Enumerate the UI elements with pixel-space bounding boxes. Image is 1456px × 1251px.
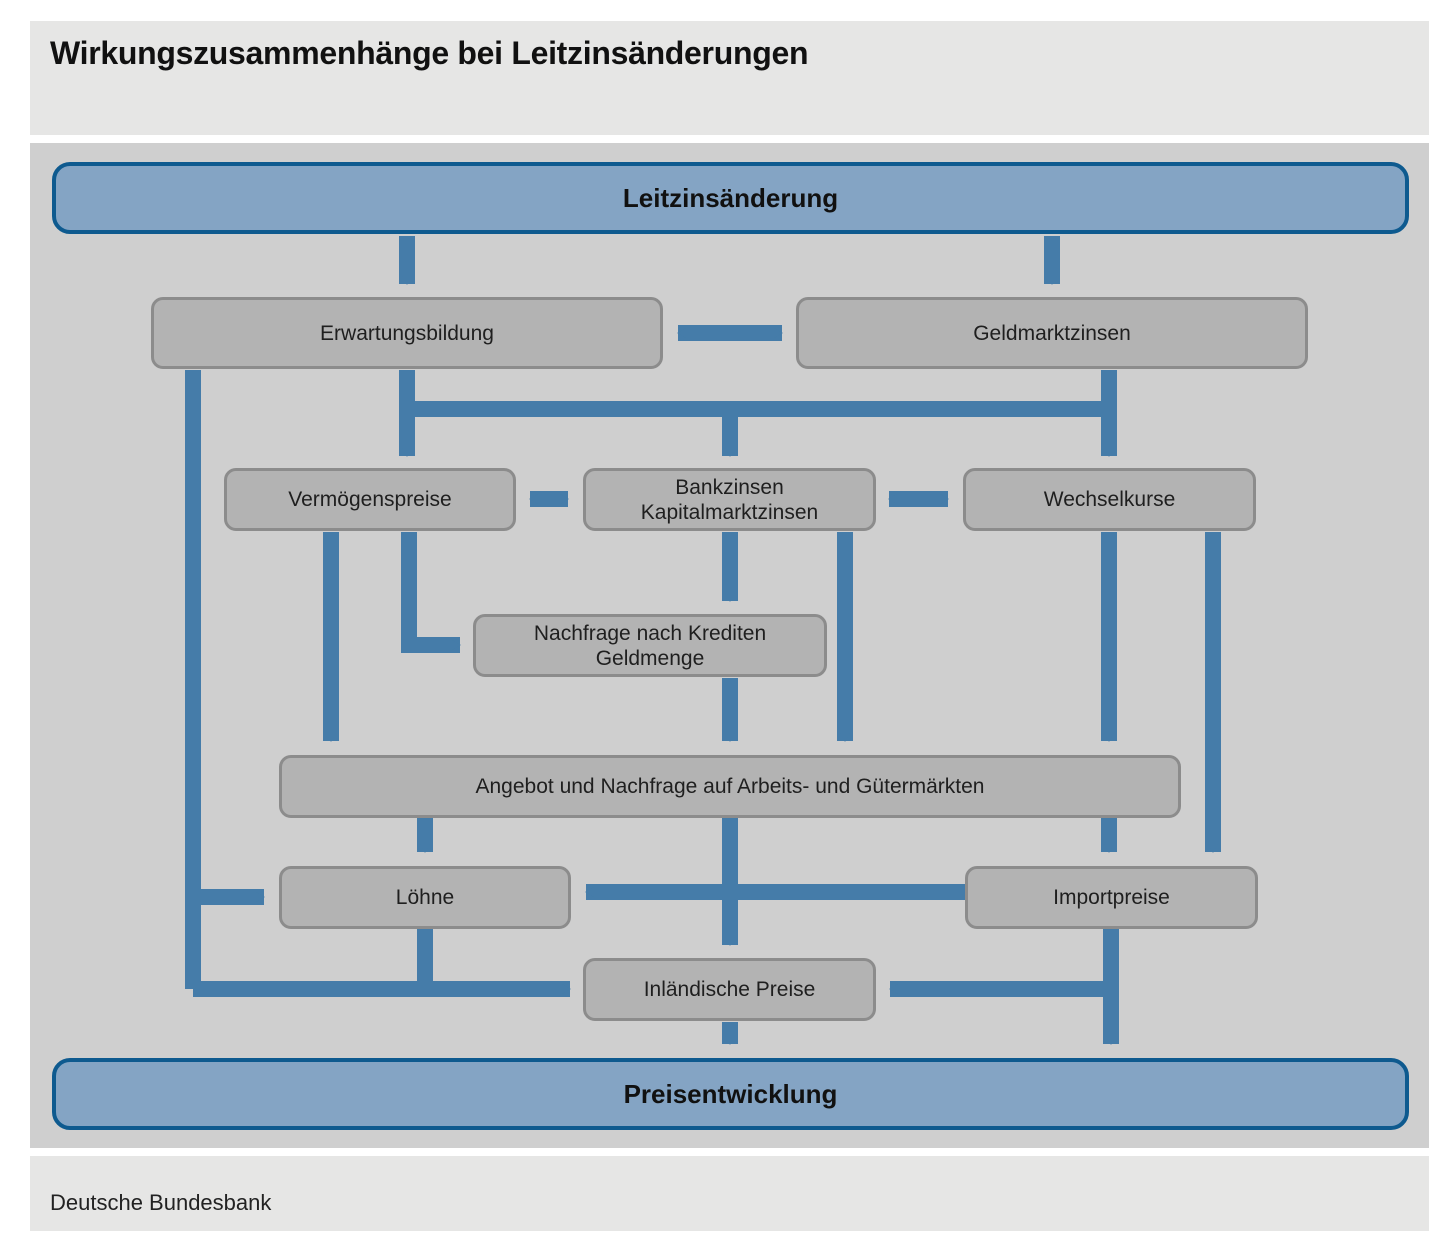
node-label-line2: Geldmenge <box>595 646 705 670</box>
arrow-vermoegen-kredit <box>401 532 461 653</box>
node-label: Wechselkurse <box>1043 488 1176 511</box>
node-label: Leitzinsänderung <box>622 182 839 213</box>
node-geldmarktzinsen: Geldmarktzinsen <box>796 297 1308 369</box>
node-leitzinsaenderung: Leitzinsänderung <box>52 162 1409 234</box>
node-loehne: Löhne <box>279 866 571 929</box>
source-label: Deutsche Bundesbank <box>50 1190 272 1215</box>
node-wechselkurse: Wechselkurse <box>963 468 1256 531</box>
node-label-line1: Bankzinsen <box>675 475 784 499</box>
node-label-line1: Nachfrage nach Krediten <box>533 621 767 645</box>
node-label: Löhne <box>395 886 455 909</box>
node-nachfrage-krediten: Nachfrage nach Krediten Geldmenge <box>473 614 827 677</box>
node-label: Angebot und Nachfrage auf Arbeits- und G… <box>475 775 985 798</box>
node-label-line2: Kapitalmarktzinsen <box>640 500 819 524</box>
node-angebot-nachfrage: Angebot und Nachfrage auf Arbeits- und G… <box>279 755 1181 818</box>
footer-bar: Deutsche Bundesbank <box>30 1156 1429 1231</box>
node-erwartungsbildung: Erwartungsbildung <box>151 297 663 369</box>
header-bar: Wirkungszusammenhänge bei Leitzinsänderu… <box>30 21 1429 135</box>
node-preisentwicklung: Preisentwicklung <box>52 1058 1409 1130</box>
node-label: Preisentwicklung <box>623 1078 838 1109</box>
node-vermoegenspreise: Vermögenspreise <box>224 468 516 531</box>
node-label: Erwartungsbildung <box>320 321 494 345</box>
node-label: Vermögenspreise <box>288 488 452 511</box>
node-label: Geldmarktzinsen <box>973 321 1131 345</box>
node-label: Importpreise <box>1053 886 1170 909</box>
node-label: Inländische Preise <box>643 978 816 1001</box>
node-inlaendische-preise: Inländische Preise <box>583 958 876 1021</box>
node-bankzinsen: Bankzinsen Kapitalmarktzinsen <box>583 468 876 531</box>
page-title: Wirkungszusammenhänge bei Leitzinsänderu… <box>50 35 809 71</box>
node-importpreise: Importpreise <box>965 866 1258 929</box>
